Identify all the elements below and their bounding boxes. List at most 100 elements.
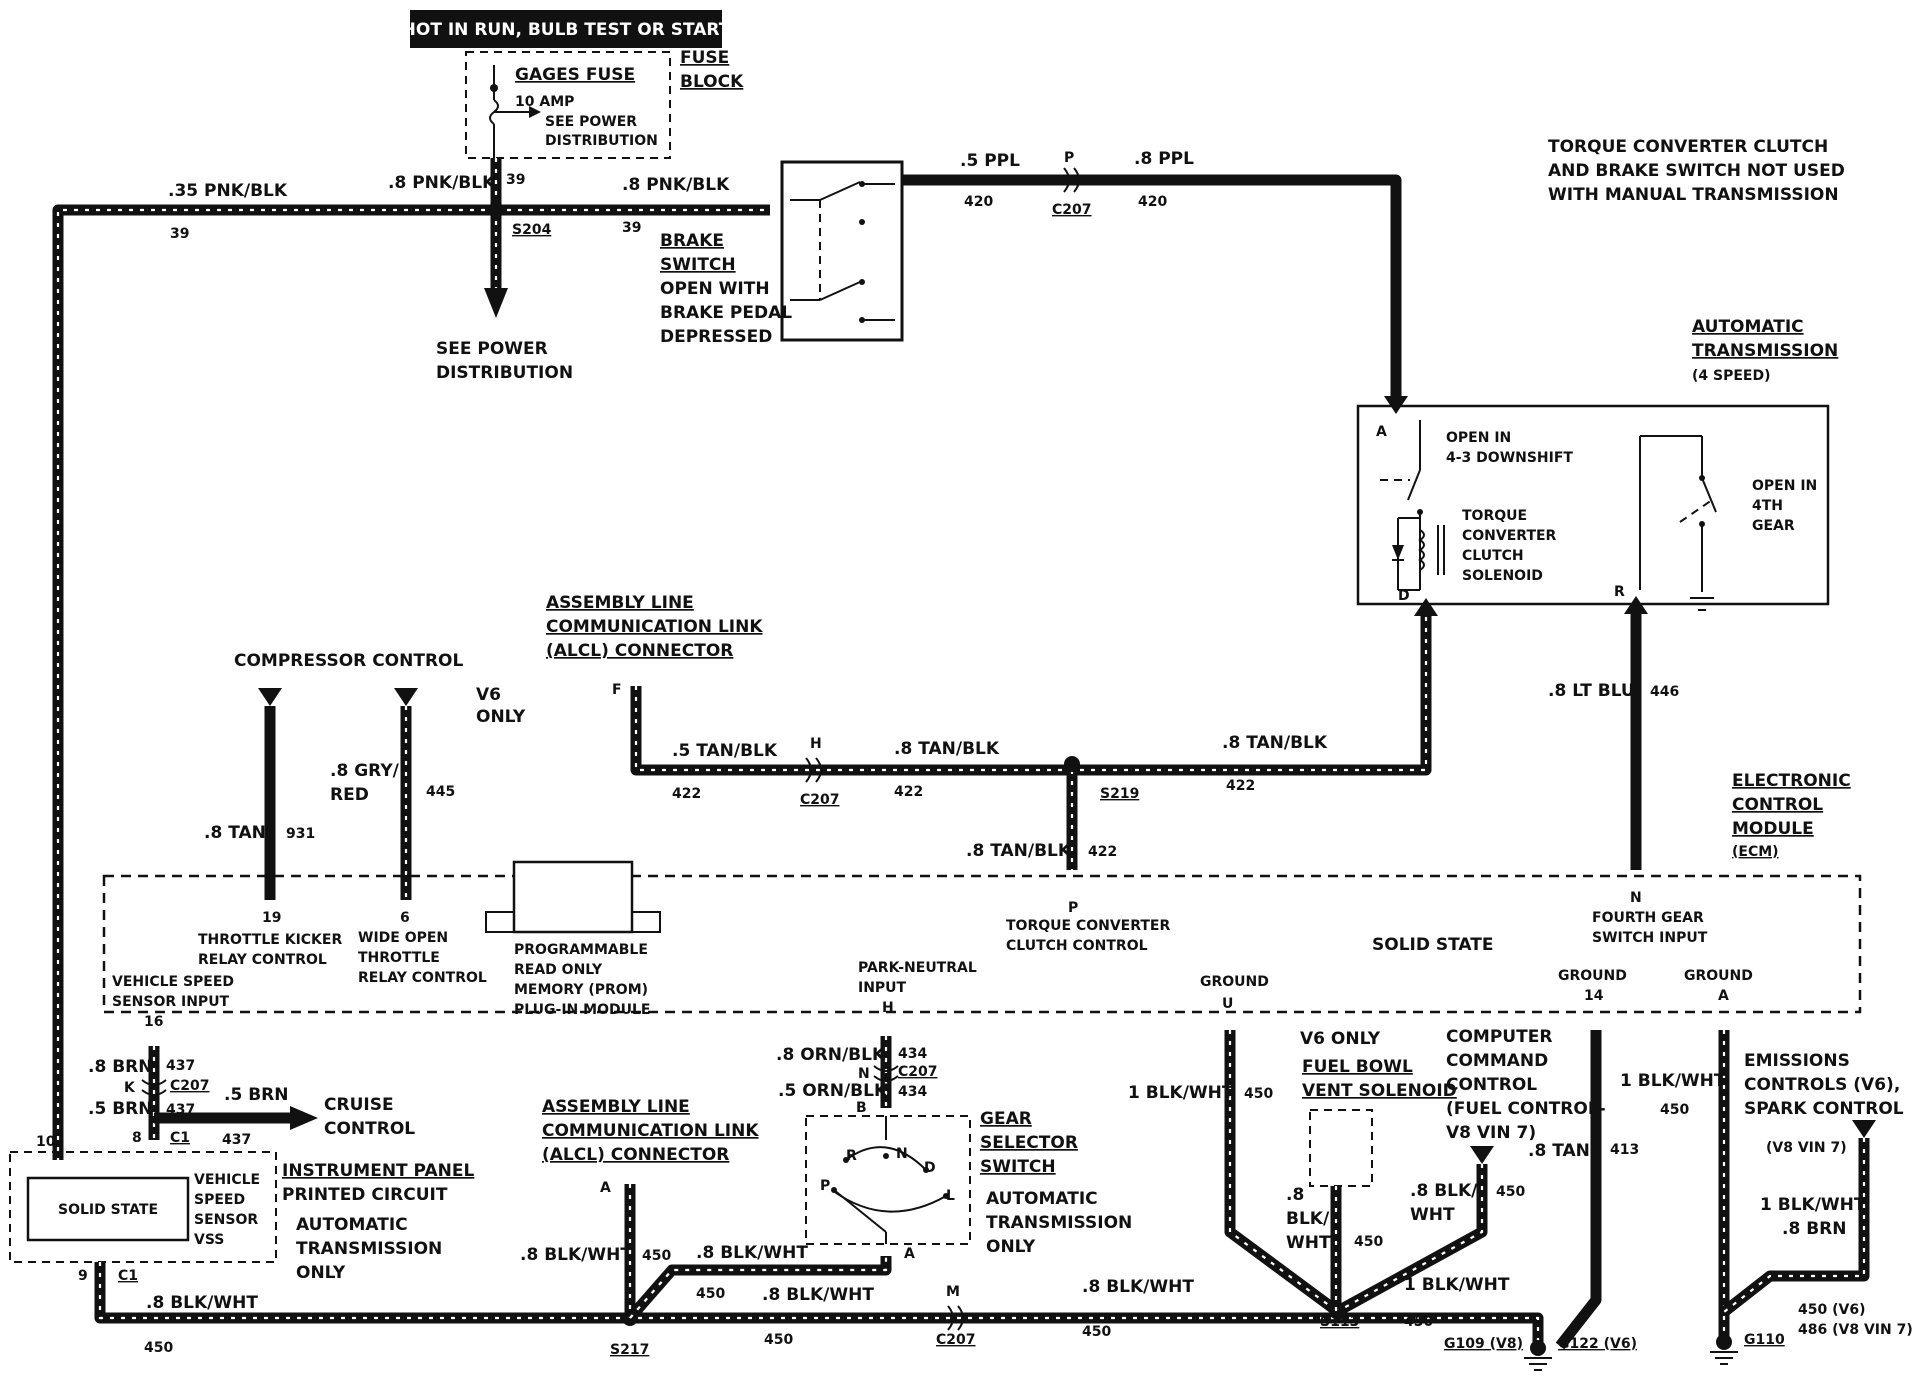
ecm-title-1: ELECTRONIC [1732,771,1851,791]
fourth-gear-input-1: FOURTH GEAR [1592,910,1704,926]
brake-switch-contacts [790,181,895,323]
tcc-solenoid-symbol [1380,420,1445,591]
circuit-450-gear: 450 [696,1286,725,1302]
note-l1: TORQUE CONVERTER CLUTCH [1548,137,1828,157]
trans-pin-a: A [1376,424,1387,440]
open-in-4th-1: OPEN IN [1752,478,1817,494]
brake-switch-l2: SWITCH [660,255,736,275]
fourth-gear-switch-symbol [1639,435,1717,611]
wire-tan-blk-422 [630,614,1432,776]
ecm-pin-16: 16 [144,1014,163,1030]
ground-symbol-g110 [1710,1334,1738,1365]
gear-sel-only-3: ONLY [986,1237,1036,1257]
circuit-450-g109: 450 [1404,1314,1433,1330]
splice-s219 [1064,756,1080,772]
wire-8-tan: .8 TAN [204,823,266,843]
tcc-label-2: CONVERTER [1462,528,1557,544]
wire-8-pnk-blk-brake: .8 PNK/BLK [622,175,730,195]
banner-text: HOT IN RUN, BULB TEST OR START [402,20,731,40]
wire-8-blk-wht-mid: .8 BLK/WHT [762,1285,874,1305]
gear-pos-r: R [846,1148,857,1164]
brake-switch-box [780,160,904,342]
fbv-circuit: 450 [1354,1234,1383,1250]
splice-s219-label: S219 [1100,786,1139,802]
tcc-label-4: SOLENOID [1462,568,1543,584]
ecm-box [102,874,1862,1014]
circuit-434-a: 434 [898,1046,927,1062]
prom-3: MEMORY (PROM) [514,982,648,998]
ccc-5: V8 VIN 7) [1446,1123,1536,1143]
tcc-control-1: TORQUE CONVERTER [1006,918,1170,934]
cruise-control-2: CONTROL [324,1119,415,1139]
circuit-445: 445 [426,784,455,800]
alcl-top-pin-f: F [612,682,622,698]
alcl-top-l2: COMMUNICATION LINK [546,617,763,637]
emissions-1: EMISSIONS [1744,1051,1850,1071]
ip-vss-1: VEHICLE [194,1172,260,1188]
prom-flange-right [631,911,661,933]
wire-5-tan-blk: .5 TAN/BLK [672,741,778,761]
prom-1: PROGRAMMABLE [514,942,648,958]
ip-solid-state: SOLID STATE [58,1202,158,1218]
alcl-bottom-l3: (ALCL) CONNECTOR [542,1145,729,1165]
circuit-437-a: 437 [166,1058,195,1074]
wire-8-tan-blk-down: .8 TAN/BLK [966,841,1072,861]
auto-trans-box [1356,404,1830,606]
gear-pos-p: P [820,1178,830,1194]
ecm-pin-14: 14 [1584,988,1604,1004]
auto-trans-title-3: (4 SPEED) [1692,368,1771,384]
wire-1-blk-wht-g109: 1 BLK/WHT [1404,1275,1510,1295]
pin-n-c207: N [858,1066,870,1082]
gear-sel-title-2: SELECTOR [980,1133,1078,1153]
park-neutral-2: INPUT [858,980,907,996]
fuel-bowl-vent-solenoid [1309,1109,1373,1187]
circuit-420-b: 420 [1138,194,1167,210]
connector-c207-orn [873,1065,899,1082]
em-wire-1: 1 BLK/WHT [1760,1195,1866,1215]
v6-only-2: ONLY [476,707,526,727]
throttle-kicker-2: RELAY CONTROL [198,952,327,968]
alcl-bottom-l2: COMMUNICATION LINK [542,1121,759,1141]
wire-gear-sel-ground [625,1256,892,1322]
compressor-control-title: COMPRESSOR CONTROL [234,651,463,671]
ecm-pin-19: 19 [262,910,281,926]
ip-pin-8: 8 [132,1130,142,1146]
circuit-437-b: 437 [166,1102,195,1118]
wire-8-tan-blk-b: .8 TAN/BLK [1222,733,1328,753]
alcl-top-l1: ASSEMBLY LINE [546,593,694,613]
circuit-413: 413 [1610,1142,1639,1158]
v6-only-fbv: V6 ONLY [1300,1029,1381,1049]
circuit-422-b: 422 [894,784,923,800]
ecm-pin-h: H [882,1000,894,1016]
circuit-422-down: 422 [1088,844,1117,860]
circuit-446: 446 [1650,684,1679,700]
ip-auto-1: AUTOMATIC [296,1215,408,1235]
wire-8-gry-red-2: RED [330,785,369,805]
power-feed-wires [52,158,770,1160]
ccc-2: COMMAND [1446,1051,1548,1071]
ccc-3: CONTROL [1446,1075,1537,1095]
ground-g109-label: G109 (V8) [1444,1336,1523,1352]
circuit-39-brake: 39 [622,220,641,236]
trans-pin-r: R [1614,584,1625,600]
auto-trans-title-2: TRANSMISSION [1692,341,1838,361]
ecm-title-4: (ECM) [1732,844,1779,860]
connector-c207-tan [805,757,822,783]
ip-pin-10: 10 [36,1134,56,1150]
prom-2: READ ONLY [514,962,603,978]
wot-1: WIDE OPEN [358,930,448,946]
ecm-ground-u: GROUND [1200,974,1269,990]
circuit-437-cruise: 437 [222,1132,251,1148]
prom-module [512,860,634,934]
auto-trans-title-1: AUTOMATIC [1692,317,1804,337]
wire-tan-413 [1555,1030,1602,1350]
circuit-420-a: 420 [964,194,993,210]
ground-g122-label: G122 (V6) [1558,1336,1637,1352]
pin-h-c207-top: H [810,736,822,752]
wot-3: RELAY CONTROL [358,970,487,986]
pin-m-c207: M [946,1284,960,1300]
alcl-bottom-l1: ASSEMBLY LINE [542,1097,690,1117]
gear-sel-pin-a: A [904,1246,915,1262]
ccc-1: COMPUTER [1446,1027,1552,1047]
